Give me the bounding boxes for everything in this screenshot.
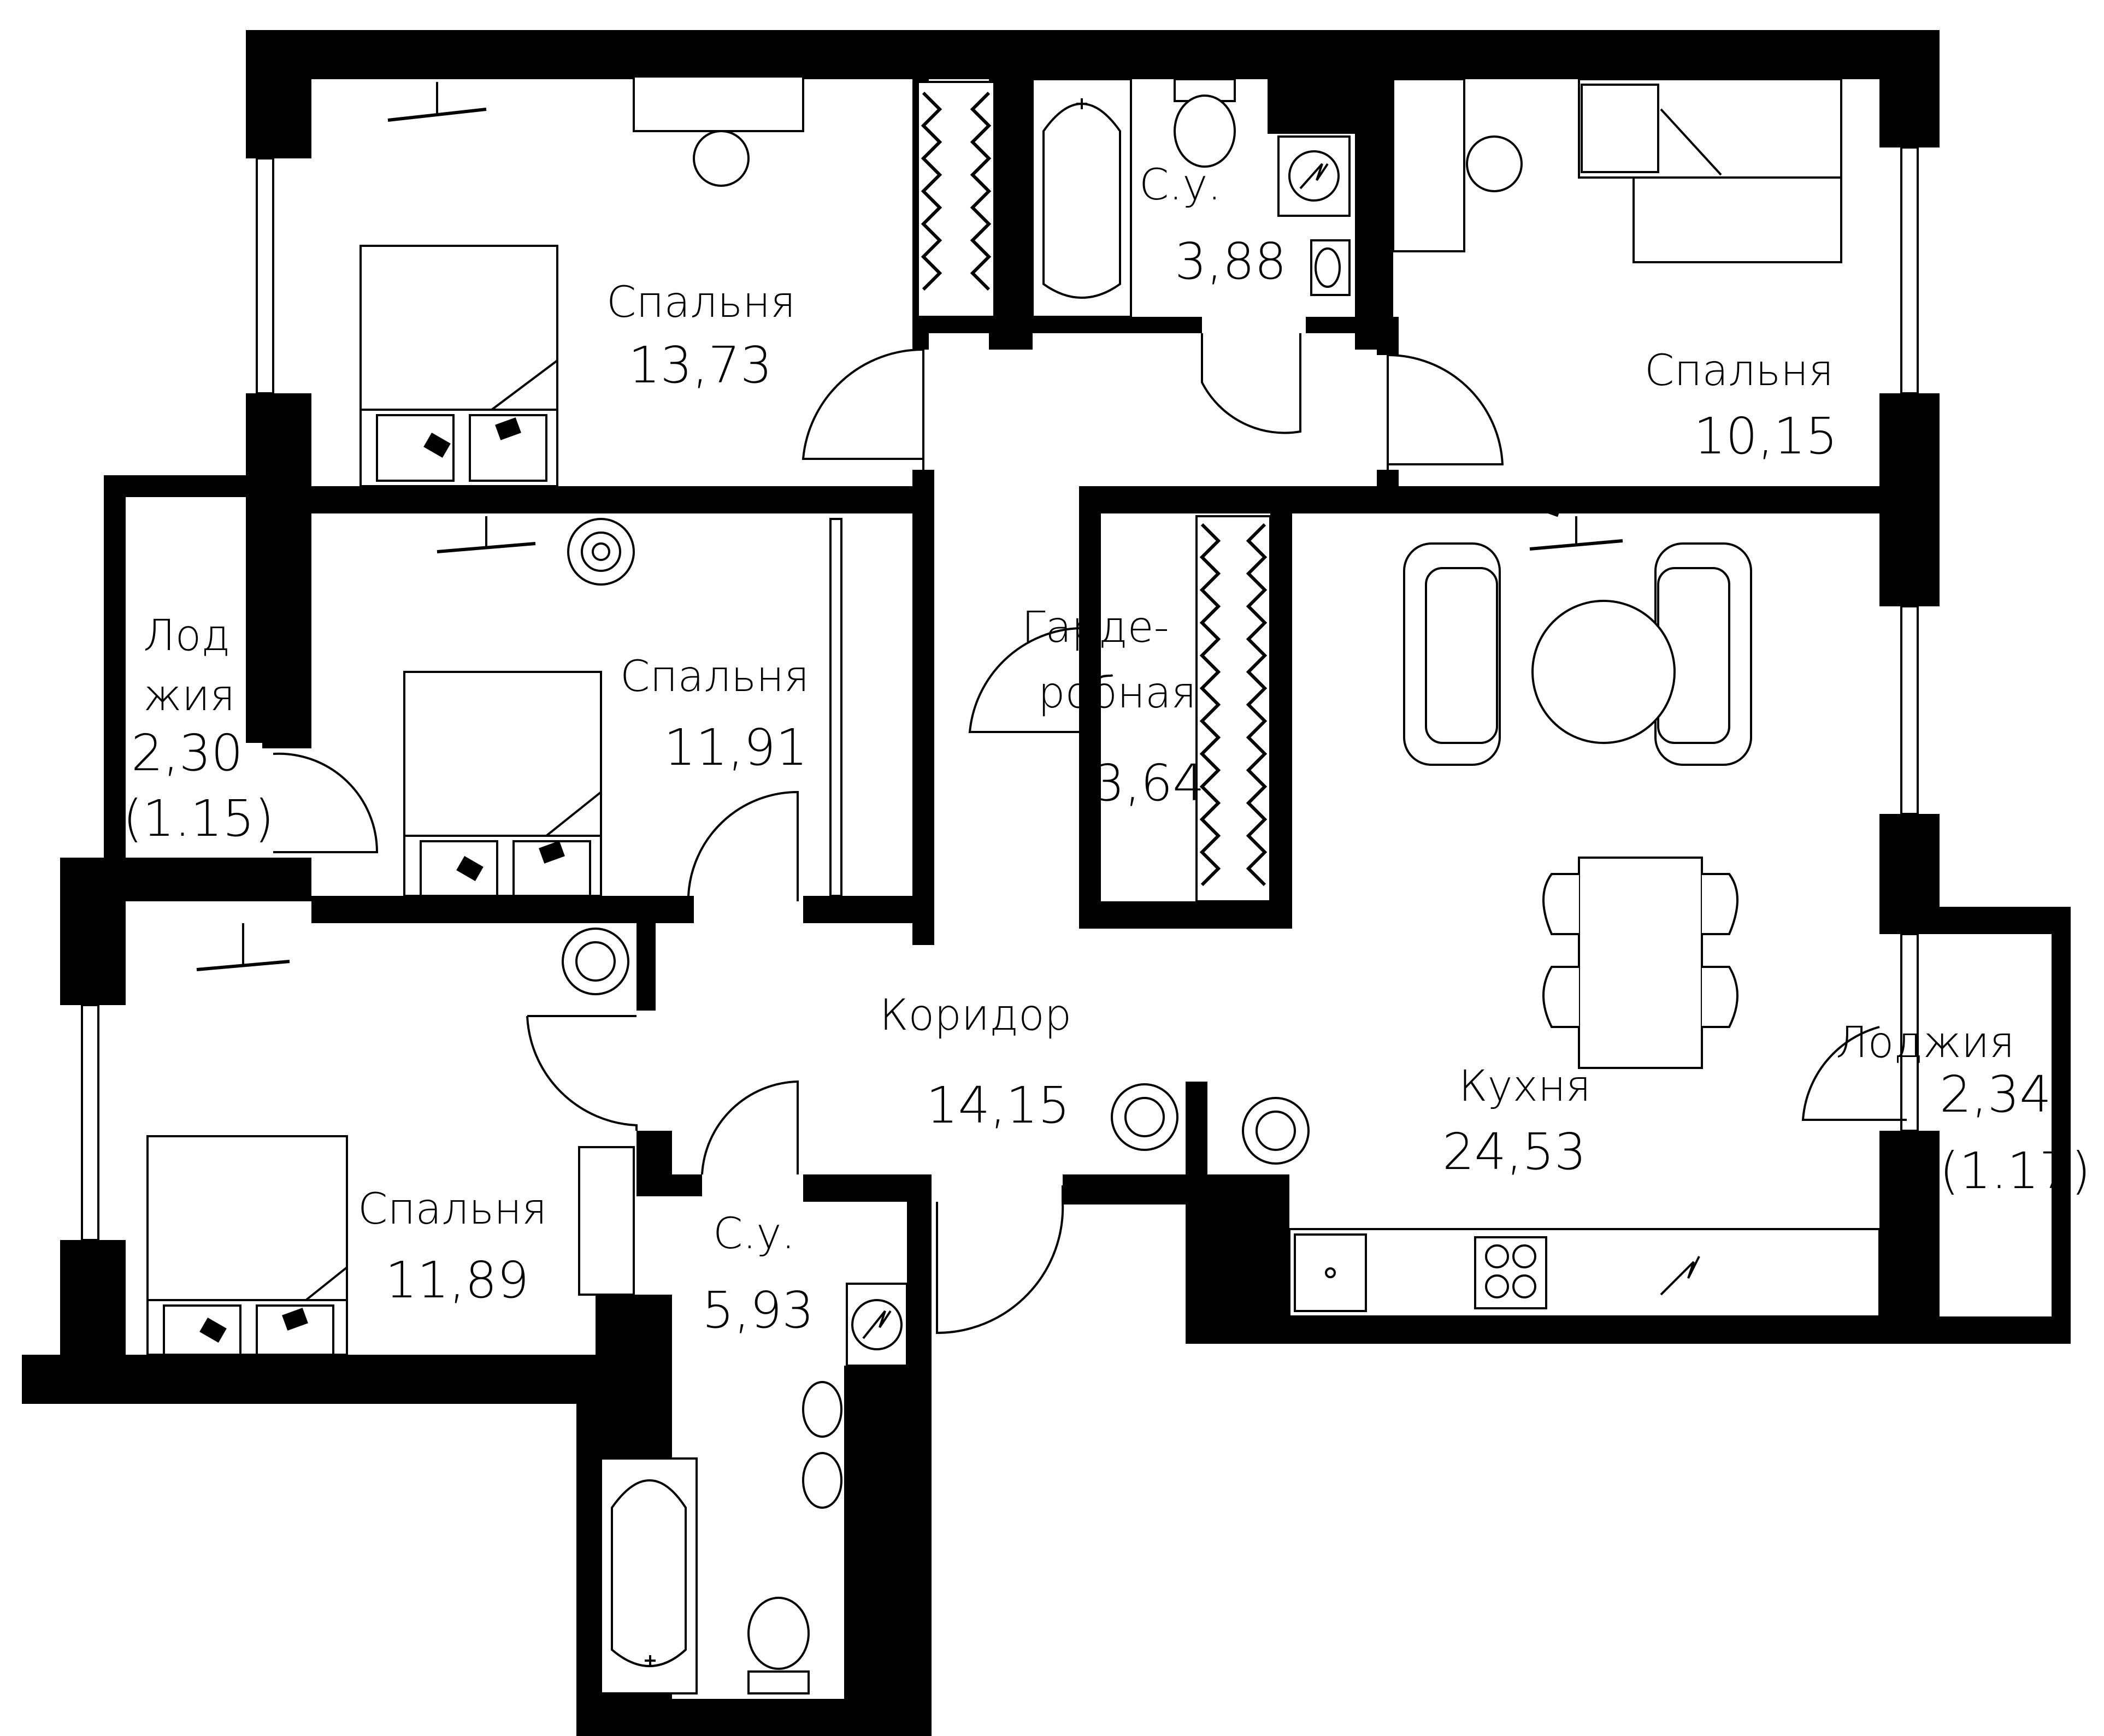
loggia-left-name-line1: Лод <box>143 611 230 660</box>
corridor-name: Коридор <box>880 991 1071 1040</box>
bathroom-bottom-name: С.у. <box>713 1209 795 1259</box>
bedroom-top-left-area: 13,73 <box>628 336 772 394</box>
bedroom-bottom-left-name: Спальня <box>358 1185 547 1234</box>
doors <box>273 333 1907 1335</box>
wardrobe-area: 3,64 <box>1093 754 1205 812</box>
wardrobe-rack-icon <box>917 81 995 318</box>
sofa-icon <box>1403 542 1752 766</box>
bedroom-top-right-area: 10,15 <box>1694 407 1837 465</box>
lamp-icon <box>437 516 536 553</box>
shelf <box>829 518 842 897</box>
bed-icon <box>146 1135 348 1356</box>
bathroom-bottom-area: 5,93 <box>702 1281 814 1339</box>
room-labels: Спальня 13,73 С.у. 3,88 Спальня 10,15 Ло… <box>123 161 2091 1339</box>
stove-icon <box>1288 1228 1881 1318</box>
bedroom-bottom-left-area: 11,89 <box>385 1251 529 1309</box>
plant-icon <box>562 928 1310 1165</box>
toilet-icon <box>1174 78 1236 168</box>
boiler-icon <box>1277 135 1351 217</box>
plant-icon <box>567 518 635 586</box>
bedroom-top-left-name: Спальня <box>606 278 795 327</box>
bed-icon <box>403 671 602 897</box>
lamp-icon <box>196 923 290 971</box>
wardrobe-rack-icon <box>1195 515 1271 902</box>
chair-icon <box>1542 873 1738 1028</box>
windows <box>81 146 1919 1241</box>
boiler-icon <box>846 1283 908 1367</box>
bathtub-icon <box>600 1457 698 1694</box>
wardrobe-name-line1: Гарде- <box>1022 603 1169 652</box>
bedroom-middle-area: 11,91 <box>664 718 808 777</box>
bathroom-top-name: С.у. <box>1139 161 1221 210</box>
bathroom-top-area: 3,88 <box>1175 232 1287 291</box>
bed-icon <box>1534 78 1842 517</box>
desk-icon <box>633 75 804 187</box>
toilet-icon <box>747 1597 810 1694</box>
bathtub-icon <box>1032 78 1132 318</box>
table-icon <box>1531 600 1703 1069</box>
desk-icon <box>1392 78 1523 252</box>
lamp-icon <box>1529 516 1623 551</box>
loggia-left-area: 2,30 <box>131 724 243 782</box>
walls <box>22 30 2071 1736</box>
loggia-left-area-note: (1.15) <box>123 789 274 848</box>
loggia-right-area: 2,34 <box>1940 1065 2052 1124</box>
loggia-left-name-line2: жия <box>143 671 235 721</box>
wardrobe-name-line2: робная <box>1038 669 1197 718</box>
lamp-icon <box>387 82 487 122</box>
kitchen-area: 24,53 <box>1442 1123 1586 1181</box>
loggia-right-area-note: (1.17) <box>1940 1142 2091 1200</box>
sink-icon <box>802 1381 842 1509</box>
sink-icon <box>1310 239 1351 296</box>
bedroom-middle-name: Спальня <box>620 652 809 701</box>
bedroom-top-right-name: Спальня <box>1645 346 1834 395</box>
cabinet <box>578 1146 635 1296</box>
corridor-area: 14,15 <box>926 1076 1070 1135</box>
loggia-right-name: Лоджия <box>1836 1018 2015 1067</box>
bed-icon <box>359 245 558 487</box>
kitchen-name: Кухня <box>1459 1062 1591 1111</box>
